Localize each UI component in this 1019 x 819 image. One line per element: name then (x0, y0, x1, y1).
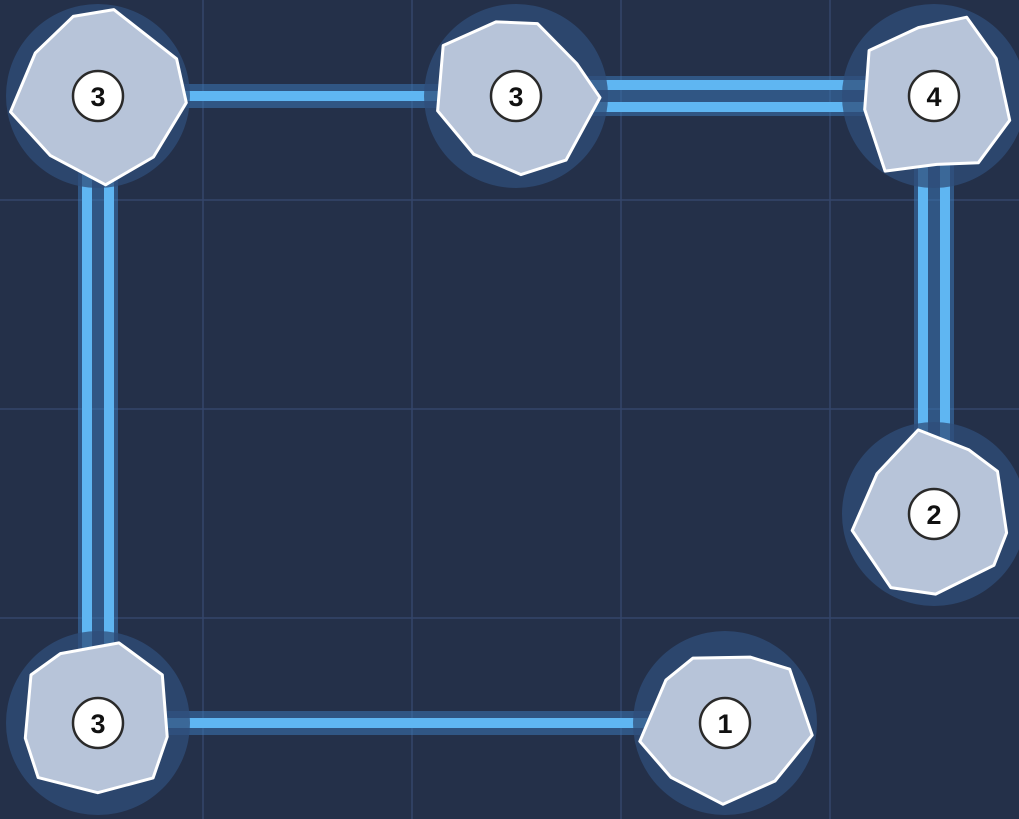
island-number: 3 (90, 709, 105, 739)
island-number: 3 (90, 82, 105, 112)
island-number: 1 (717, 709, 732, 739)
island-i5[interactable]: 3 (6, 631, 190, 815)
island-i4[interactable]: 2 (842, 422, 1019, 606)
bridge-i1-i5[interactable] (78, 96, 118, 723)
island-i3[interactable]: 4 (842, 4, 1019, 188)
island-badge (71, 696, 125, 750)
island-number: 2 (926, 500, 941, 530)
island-number: 4 (926, 82, 941, 112)
island-i2[interactable]: 3 (424, 4, 608, 188)
island-badge (907, 487, 961, 541)
island-badge (71, 69, 125, 123)
island-badge (489, 69, 543, 123)
island-badge (698, 696, 752, 750)
island-badge (907, 69, 961, 123)
island-i1[interactable]: 3 (6, 4, 190, 188)
island-number: 3 (508, 82, 523, 112)
islands: 3 3 4 2 3 1 (6, 4, 1019, 815)
island-i6[interactable]: 1 (633, 631, 817, 815)
